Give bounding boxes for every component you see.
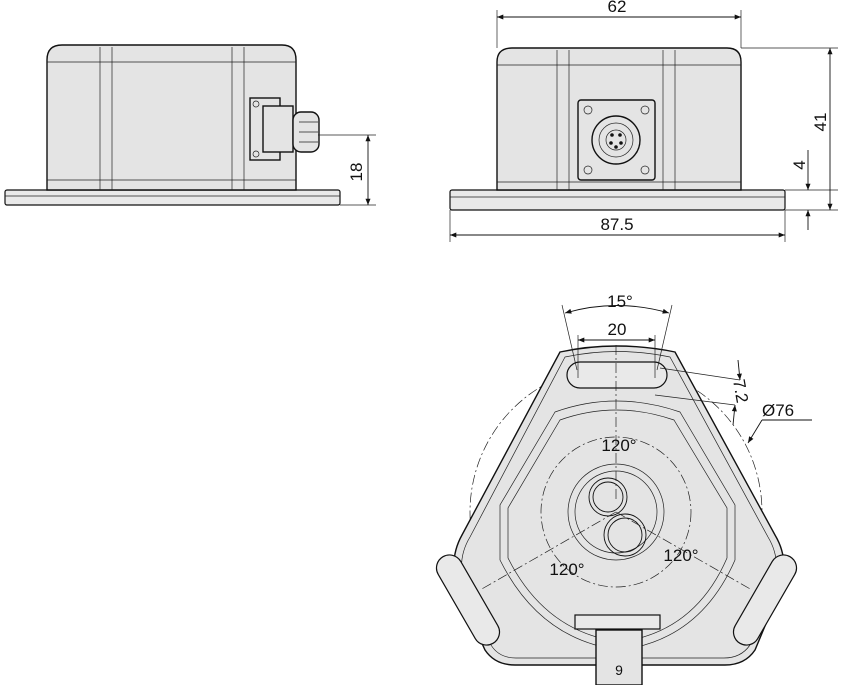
connector-front	[577, 99, 656, 181]
dim-slot-angle: 15°	[607, 292, 633, 311]
dim-angle-top: 120°	[601, 436, 636, 455]
mounting-slot-top	[566, 361, 668, 389]
dim-slot-width: 20	[608, 320, 627, 339]
dim-angle-left: 120°	[549, 560, 584, 579]
mounting-slot-right	[732, 554, 798, 646]
dim-body-width: 62	[608, 0, 627, 16]
dim-overall-height: 41	[811, 113, 830, 132]
connector-bottom: 9	[574, 614, 661, 685]
svg-text:9: 9	[615, 662, 623, 678]
dim-slot-radial: 7.2	[729, 378, 752, 405]
front-view: 62 87.5 41 4	[449, 0, 838, 242]
side-view: 18	[4, 44, 376, 206]
dim-bolt-circle: Ø76	[762, 401, 794, 420]
connector-side	[249, 97, 320, 161]
dim-angle-right: 120°	[663, 546, 698, 565]
bottom-view: 9 15° 20 7.2 Ø76 120° 120° 120°	[435, 292, 812, 685]
mounting-slot-left	[435, 554, 501, 646]
dim-connector-height: 18	[347, 163, 366, 182]
dim-flange-thickness: 4	[790, 160, 809, 169]
dim-flange-length: 87.5	[600, 215, 633, 234]
